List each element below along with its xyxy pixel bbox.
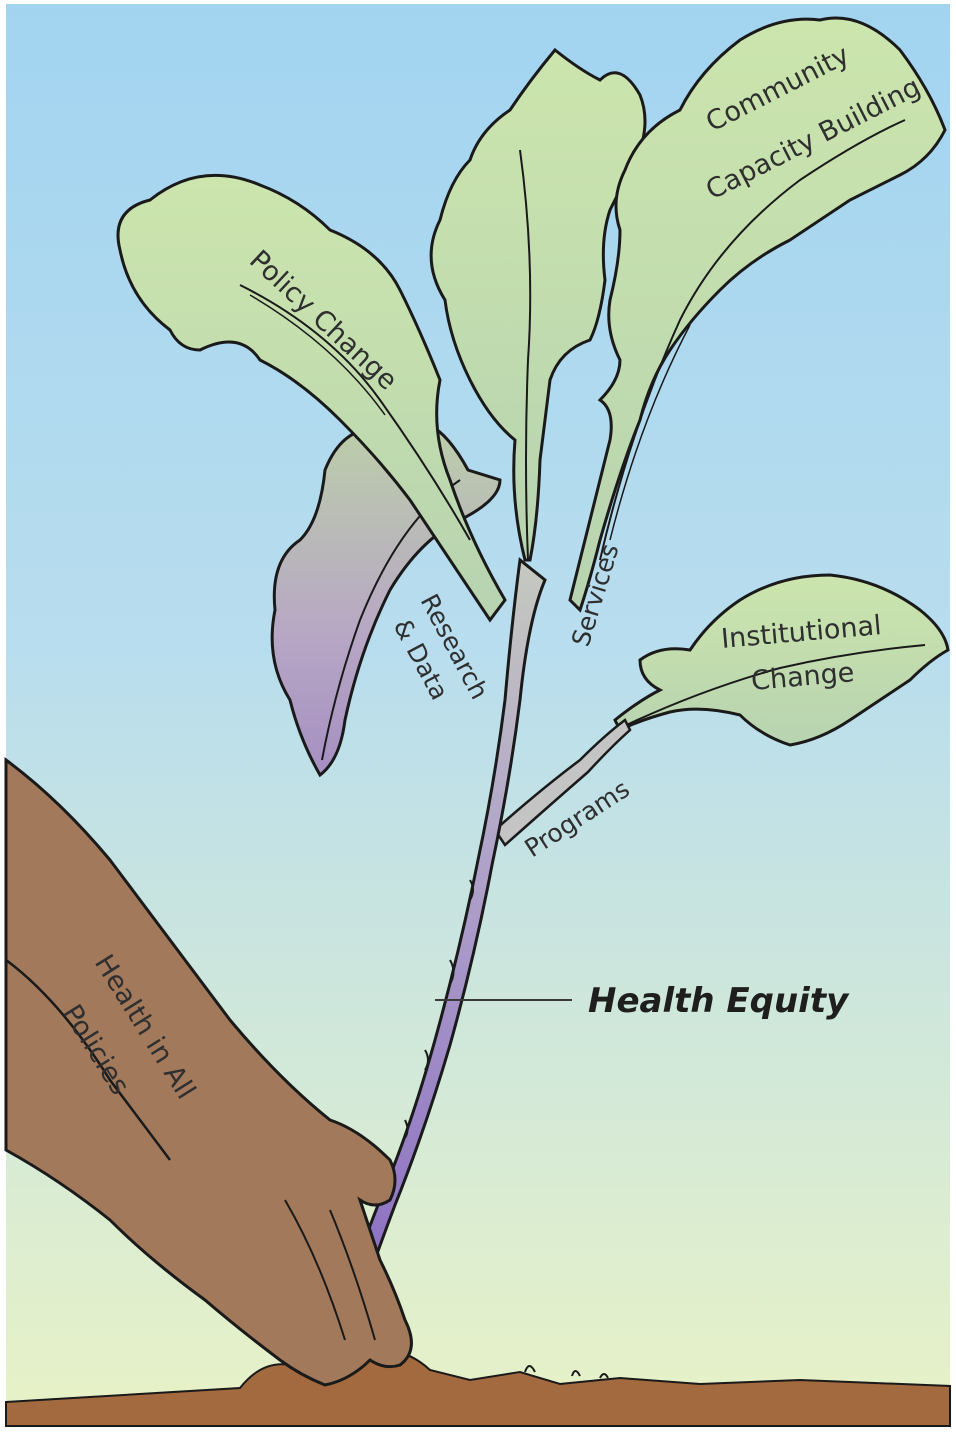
label-health-equity: Health Equity	[588, 981, 850, 1021]
